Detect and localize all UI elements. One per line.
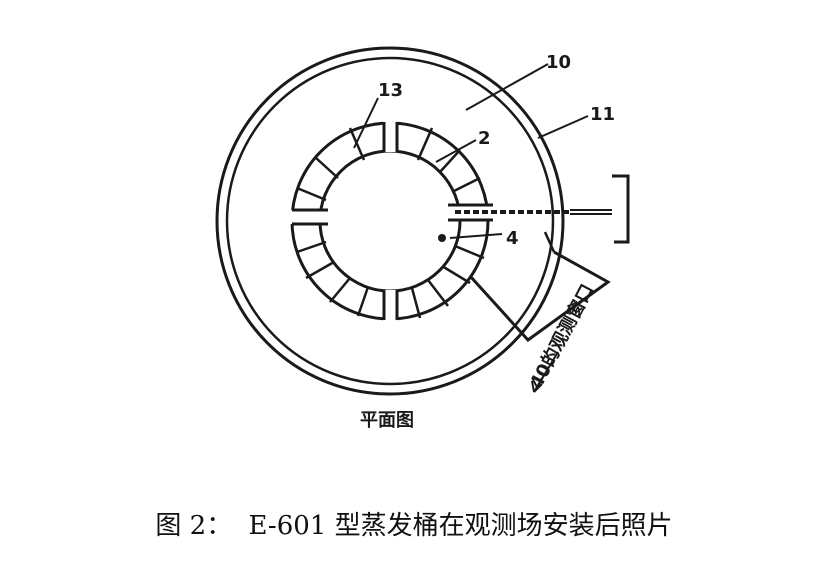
caption-text: E-601 型蒸发桶在观测场安装后照片 [248, 511, 673, 541]
leader-window [533, 351, 559, 393]
label-13: 13 [378, 80, 403, 101]
leader-11 [537, 115, 589, 139]
label-observation-window: 40的观测窗口 [525, 280, 598, 392]
leader-10 [465, 63, 549, 111]
label-10: 10 [546, 52, 571, 73]
inner-ring-10 [225, 56, 555, 386]
outer-ring-11 [215, 46, 565, 396]
connecting-pipe [455, 209, 612, 215]
observation-window [468, 250, 611, 343]
leader-4 [449, 233, 503, 239]
leader-2 [435, 139, 477, 163]
leader-13 [353, 97, 379, 149]
view-title: 平面图 [360, 410, 414, 431]
side-box [612, 174, 630, 244]
label-11: 11 [590, 104, 615, 125]
figure-caption: 图 2： E-601 型蒸发桶在观测场安装后照片 [0, 505, 828, 542]
part-4-dot [438, 234, 446, 242]
caption-figure-number: 图 2： [155, 511, 233, 541]
label-2: 2 [478, 128, 491, 149]
label-4: 4 [506, 228, 519, 249]
